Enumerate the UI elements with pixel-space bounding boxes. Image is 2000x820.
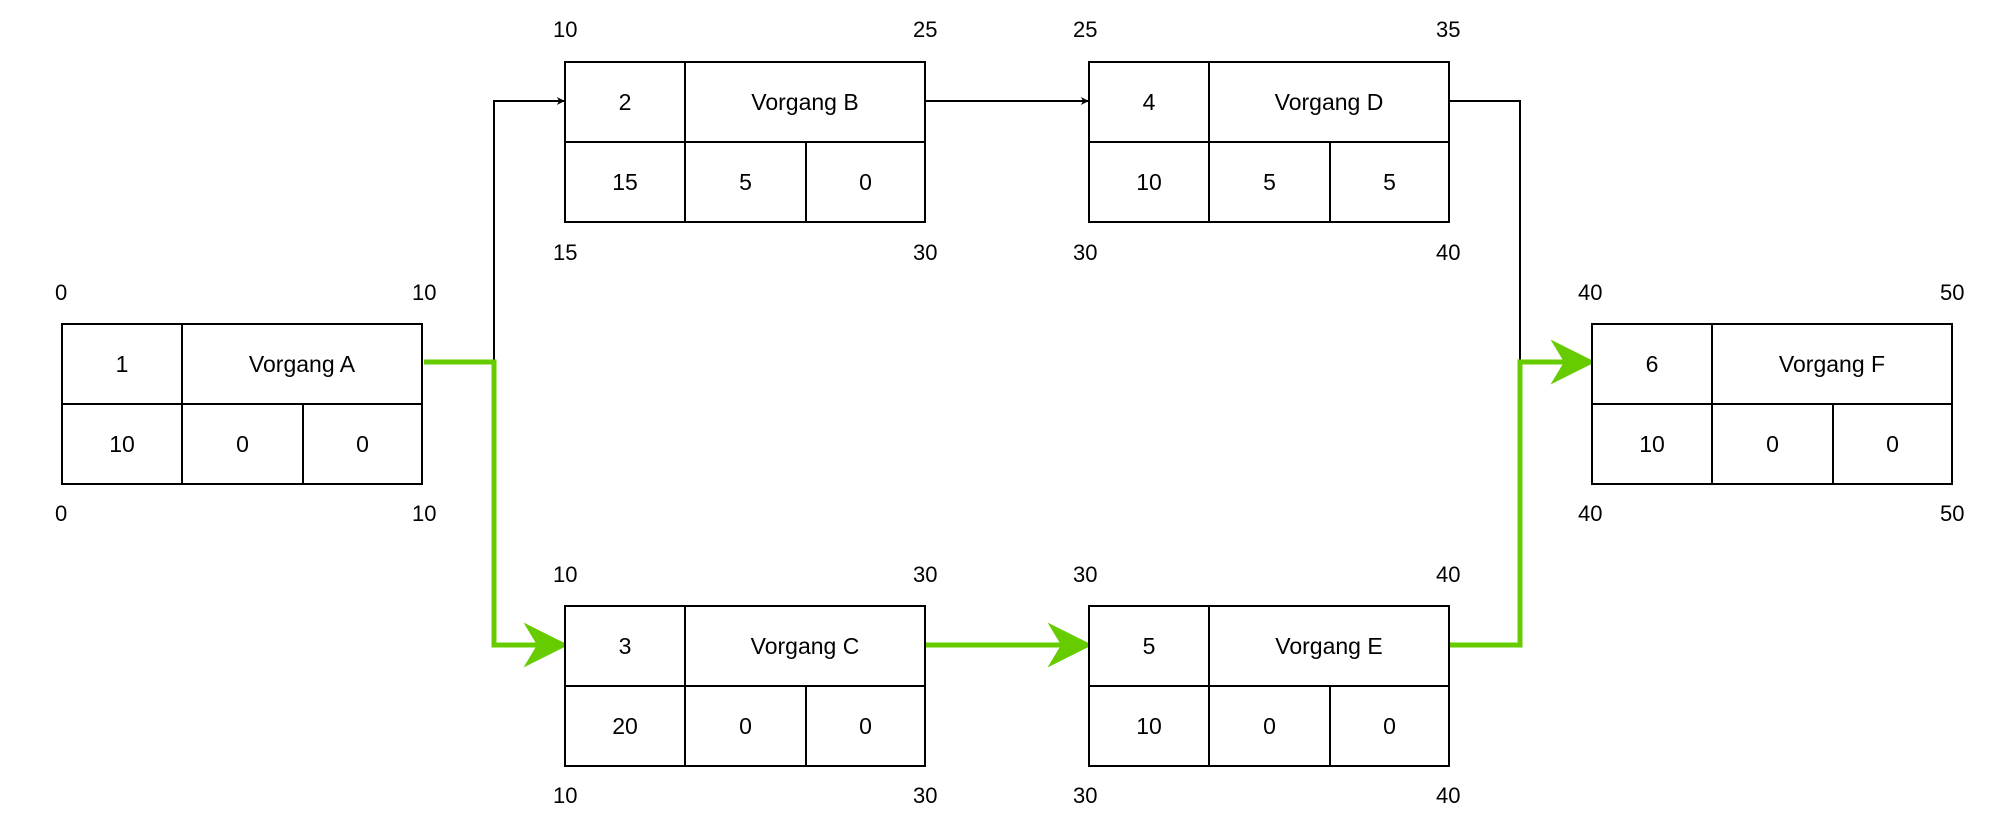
activity-id: 5 bbox=[1090, 607, 1210, 687]
label-fez: 40 bbox=[1578, 280, 1603, 305]
activity-id: 3 bbox=[566, 607, 686, 687]
activity-id: 4 bbox=[1090, 63, 1210, 143]
activity-duration: 10 bbox=[1090, 687, 1210, 765]
label-faz: 25 bbox=[913, 17, 938, 42]
activity-free-float: 0 bbox=[859, 168, 872, 195]
label-fez: 10 bbox=[553, 17, 578, 42]
label-faz: 10 bbox=[412, 280, 437, 305]
activity-free-float: 0 bbox=[859, 712, 872, 739]
label-sez: 30 bbox=[913, 240, 938, 265]
activity-box[interactable]: 1 Vorgang A 10 0 0 bbox=[61, 323, 423, 485]
activity-duration: 10 bbox=[1593, 405, 1713, 483]
activity-free-float: 0 bbox=[1886, 430, 1899, 457]
activity-total-float: 5 bbox=[1210, 143, 1331, 221]
label-faz: 35 bbox=[1436, 17, 1461, 42]
activity-name: Vorgang E bbox=[1210, 607, 1448, 687]
activity-duration: 10 bbox=[63, 405, 183, 483]
edge-4-6 bbox=[1450, 100, 1592, 366]
label-faz: 40 bbox=[1436, 562, 1461, 587]
activity-total-float: 0 bbox=[1713, 405, 1834, 483]
label-saz: 0 bbox=[55, 501, 68, 526]
activity-total-float: 5 bbox=[686, 143, 807, 221]
activity-id: 6 bbox=[1593, 325, 1713, 405]
activity-total-float: 0 bbox=[183, 405, 304, 483]
label-sez: 40 bbox=[1436, 240, 1461, 265]
activity-box[interactable]: 2 Vorgang B 15 5 0 bbox=[564, 61, 926, 223]
label-sez: 10 bbox=[412, 501, 437, 526]
activity-name: Vorgang F bbox=[1713, 325, 1951, 405]
activity-box[interactable]: 6 Vorgang F 10 0 0 bbox=[1591, 323, 1953, 485]
label-saz: 30 bbox=[1073, 783, 1098, 808]
label-sez: 40 bbox=[1436, 783, 1461, 808]
activity-total-float: 0 bbox=[1210, 687, 1331, 765]
activity-free-float: 0 bbox=[1383, 712, 1396, 739]
label-fez: 25 bbox=[1073, 17, 1098, 42]
activity-id: 2 bbox=[566, 63, 686, 143]
label-saz: 15 bbox=[553, 240, 578, 265]
activity-duration: 20 bbox=[566, 687, 686, 765]
activity-box[interactable]: 5 Vorgang E 10 0 0 bbox=[1088, 605, 1450, 767]
label-fez: 10 bbox=[553, 562, 578, 587]
activity-box[interactable]: 3 Vorgang C 20 0 0 bbox=[564, 605, 926, 767]
label-faz: 30 bbox=[913, 562, 938, 587]
activity-id: 1 bbox=[63, 325, 183, 405]
label-saz: 40 bbox=[1578, 501, 1603, 526]
label-sez: 30 bbox=[913, 783, 938, 808]
label-fez: 0 bbox=[55, 280, 68, 305]
activity-name: Vorgang C bbox=[686, 607, 924, 687]
activity-name: Vorgang D bbox=[1210, 63, 1448, 143]
label-sez: 50 bbox=[1940, 501, 1965, 526]
critical-edge-1-3 bbox=[424, 359, 569, 668]
activity-name: Vorgang A bbox=[183, 325, 421, 405]
activity-duration: 15 bbox=[566, 143, 686, 221]
activity-box[interactable]: 4 Vorgang D 10 5 5 bbox=[1088, 61, 1450, 223]
label-saz: 30 bbox=[1073, 240, 1098, 265]
label-fez: 30 bbox=[1073, 562, 1098, 587]
label-faz: 50 bbox=[1940, 280, 1965, 305]
critical-edge-5-6 bbox=[1450, 339, 1596, 648]
activity-total-float: 0 bbox=[686, 687, 807, 765]
label-saz: 10 bbox=[553, 783, 578, 808]
edge-1-2 bbox=[424, 97, 565, 363]
activity-free-float: 5 bbox=[1383, 168, 1396, 195]
activity-name: Vorgang B bbox=[686, 63, 924, 143]
activity-free-float: 0 bbox=[356, 430, 369, 457]
activity-duration: 10 bbox=[1090, 143, 1210, 221]
